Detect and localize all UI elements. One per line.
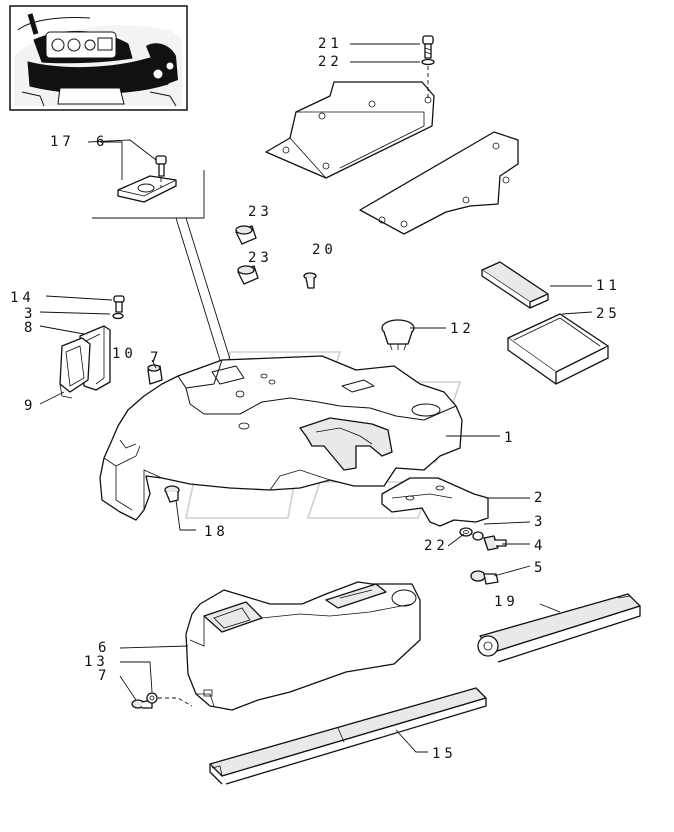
bracket-part-2 xyxy=(381,477,489,527)
bracket-part-17 xyxy=(117,175,177,203)
location-inset xyxy=(9,5,188,111)
screw-part-16 xyxy=(155,155,167,177)
washer-part-22-lower xyxy=(459,527,473,537)
reference-frame xyxy=(92,170,205,219)
cover-part-9 xyxy=(59,337,91,399)
callout-25: 25 xyxy=(596,306,621,322)
screw-part-4 xyxy=(483,535,507,551)
callout-15: 15 xyxy=(432,746,457,762)
assembly-line-13 xyxy=(158,697,193,707)
callout-14: 14 xyxy=(10,290,35,306)
floor-mat-lower xyxy=(359,131,519,235)
rail-part-19 xyxy=(477,593,641,663)
main-console-part-1 xyxy=(99,355,463,521)
callout-6: 6 xyxy=(98,640,110,656)
callout-19: 19 xyxy=(494,594,519,610)
screw-part-7-lower xyxy=(131,699,153,709)
callout-10: 10 xyxy=(112,346,137,362)
rail-part-15 xyxy=(209,687,487,785)
callout-22-upper: 22 xyxy=(318,54,343,70)
callout-11: 11 xyxy=(596,278,621,294)
washer-part-22 xyxy=(421,58,435,66)
callout-9: 9 xyxy=(24,398,36,414)
callout-3-lower: 3 xyxy=(534,514,546,530)
callout-3-upper: 3 xyxy=(24,306,36,322)
plug-part-18 xyxy=(164,485,180,503)
callout-12: 12 xyxy=(450,321,475,337)
washer-part-3-lower xyxy=(472,531,484,541)
grommet-part-23-lower xyxy=(237,265,259,285)
callout-18: 18 xyxy=(204,524,229,540)
callout-23-upper: 23 xyxy=(248,204,273,220)
callout-13: 13 xyxy=(84,654,109,670)
callout-1: 1 xyxy=(504,430,516,446)
callout-5: 5 xyxy=(534,560,546,576)
screw-part-21 xyxy=(422,35,434,59)
callout-8: 8 xyxy=(24,320,36,336)
plug-part-7-upper xyxy=(147,364,163,385)
clip-part-20 xyxy=(303,272,317,289)
knob-part-12 xyxy=(381,319,415,351)
callout-labels: 21 22 17 6 23 23 20 11 25 12 14 3 8 10 7… xyxy=(10,36,621,762)
lower-console-part-6 xyxy=(185,581,421,711)
washer-part-3 xyxy=(112,312,124,320)
callout-21: 21 xyxy=(318,36,343,52)
callout-22-lower: 22 xyxy=(424,538,449,554)
callout-7-upper: 7 xyxy=(150,350,162,366)
leader-lines xyxy=(39,43,593,753)
callout-2: 2 xyxy=(534,490,546,506)
callout-7-lower: 7 xyxy=(98,668,110,684)
screw-part-14 xyxy=(113,295,125,313)
knob-part-5 xyxy=(470,570,499,585)
cushion-part-25 xyxy=(507,313,609,385)
callout-20: 20 xyxy=(312,242,337,258)
grommet-part-23-upper xyxy=(235,225,257,245)
washer-part-13 xyxy=(146,692,158,704)
callout-23-lower: 23 xyxy=(248,250,273,266)
strip-part-11 xyxy=(481,261,549,309)
callout-4: 4 xyxy=(534,538,546,554)
callout-16: 6 xyxy=(96,134,108,150)
callout-17: 17 xyxy=(50,134,75,150)
floor-mat-upper xyxy=(265,81,435,179)
